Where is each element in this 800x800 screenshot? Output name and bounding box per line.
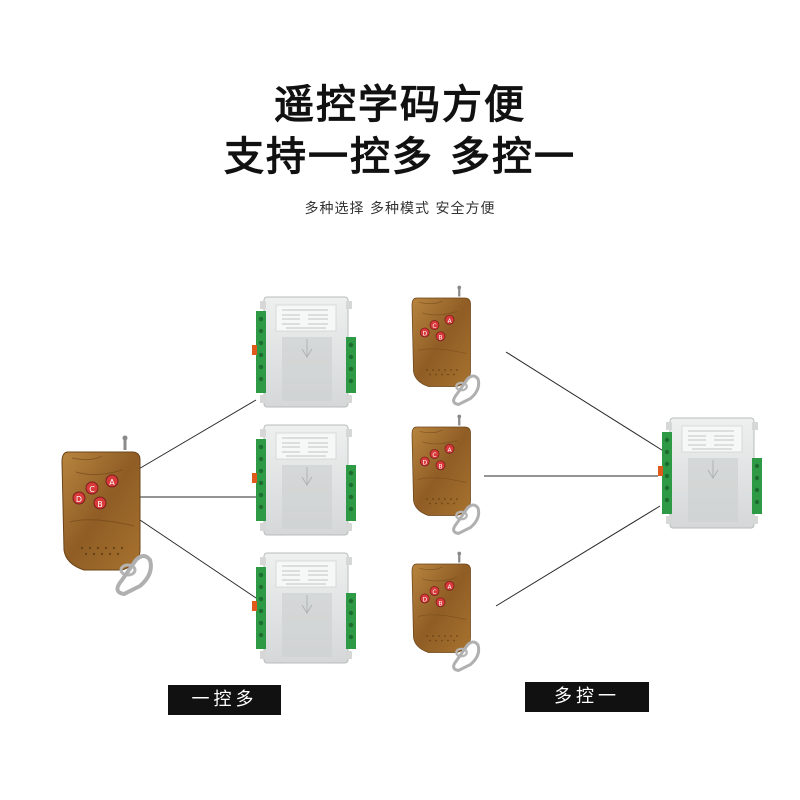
remote-control [60,433,153,596]
remote-control [410,550,481,672]
remote-control [410,284,481,406]
receiver-module [251,552,357,664]
subtitle: 多种选择 多种模式 安全方便 [304,201,496,217]
many-to-one-label: 多控一 [525,682,649,712]
one-to-many-connections [136,399,258,599]
one-to-many-label: 一控多 [168,685,281,715]
remote-control [410,413,481,535]
receiver-module [657,417,763,529]
receiver-module [251,424,357,536]
receiver-module [251,296,357,408]
headline-line2: 支持一控多 多控一 [224,134,576,180]
headline-line1: 遥控学码方便 [274,82,526,128]
many-to-one-connections [484,351,666,607]
